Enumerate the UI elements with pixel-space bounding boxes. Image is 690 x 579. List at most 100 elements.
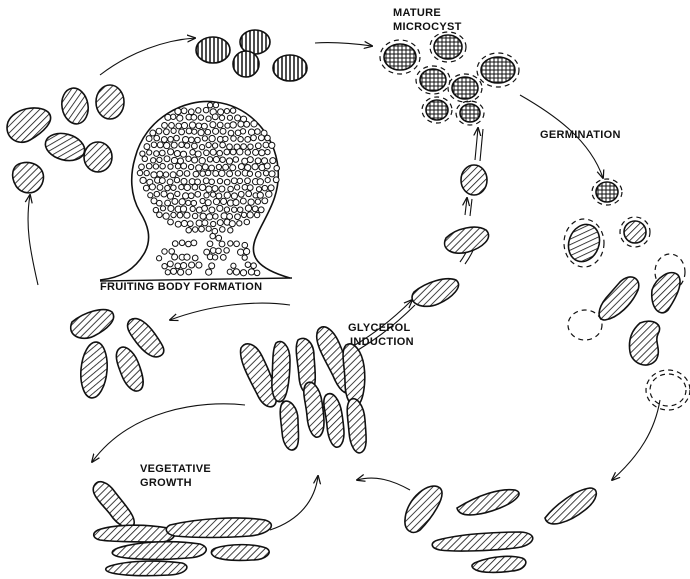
spore xyxy=(174,135,180,141)
spore xyxy=(198,115,203,120)
spore xyxy=(167,179,173,185)
spore xyxy=(212,143,217,148)
spore xyxy=(199,158,205,164)
spore xyxy=(162,123,168,129)
spore xyxy=(273,177,279,183)
spore xyxy=(191,143,197,149)
spore xyxy=(257,179,263,185)
spore xyxy=(234,241,240,247)
spore xyxy=(192,255,198,261)
spore xyxy=(159,150,165,156)
spore xyxy=(217,178,222,183)
spore xyxy=(151,142,157,148)
spore xyxy=(169,249,175,255)
spore xyxy=(219,241,225,247)
spore xyxy=(231,193,237,199)
spore xyxy=(238,121,244,127)
spore xyxy=(189,262,195,268)
spore xyxy=(189,122,195,128)
spore xyxy=(246,191,252,197)
spore xyxy=(247,157,253,163)
spore xyxy=(247,185,253,191)
spore xyxy=(224,179,230,185)
spore xyxy=(234,185,239,190)
spore xyxy=(237,149,243,155)
spore xyxy=(193,171,199,177)
spore xyxy=(240,198,246,204)
spore xyxy=(140,151,145,156)
spore xyxy=(188,193,194,199)
spore xyxy=(240,129,245,134)
spore xyxy=(241,212,246,217)
spore xyxy=(224,108,229,113)
spore xyxy=(191,115,197,121)
spore xyxy=(230,149,236,155)
spore xyxy=(228,130,234,136)
spore xyxy=(205,200,211,206)
spore xyxy=(188,164,193,169)
germinating-cells xyxy=(563,179,690,410)
spore xyxy=(251,263,257,269)
spore xyxy=(224,192,230,198)
spore xyxy=(209,135,215,141)
spore xyxy=(192,129,197,134)
spore xyxy=(248,199,254,205)
spore xyxy=(184,184,190,190)
spore xyxy=(237,221,242,226)
spore xyxy=(232,207,237,212)
arrow-vegetative-down xyxy=(92,404,245,462)
spore xyxy=(171,128,176,133)
spore xyxy=(251,135,257,141)
label-vegetative: VEGETATIVE xyxy=(140,463,211,475)
spore xyxy=(148,193,153,198)
arrow-induction-up-3 xyxy=(475,128,478,160)
spore xyxy=(244,121,250,127)
spore xyxy=(212,114,218,120)
spore xyxy=(140,177,146,183)
spore xyxy=(206,116,211,121)
spore xyxy=(165,200,171,206)
spore xyxy=(216,248,222,254)
spore xyxy=(180,151,186,157)
spore xyxy=(202,220,208,226)
spore xyxy=(227,214,233,220)
spore xyxy=(216,235,222,241)
spore xyxy=(199,226,205,232)
spore xyxy=(245,150,250,155)
spore xyxy=(151,158,156,163)
spore xyxy=(168,205,174,211)
spore xyxy=(227,269,232,274)
spore xyxy=(149,184,155,190)
arrow-to-left-cells xyxy=(170,303,290,320)
spore xyxy=(224,207,229,212)
mature-microcysts xyxy=(380,32,519,125)
spore xyxy=(210,192,215,197)
spore xyxy=(228,228,233,233)
spore xyxy=(181,108,187,114)
label-mature: MATURE xyxy=(393,7,441,19)
spore xyxy=(218,109,224,115)
spore xyxy=(231,136,237,142)
spore xyxy=(171,157,177,163)
spore xyxy=(175,108,181,114)
spore xyxy=(164,156,170,162)
spore xyxy=(184,143,189,148)
spore xyxy=(170,172,176,178)
spore xyxy=(200,213,206,219)
spore xyxy=(235,115,241,121)
spore xyxy=(256,187,261,192)
spore xyxy=(274,165,280,171)
spore xyxy=(186,241,192,247)
spore xyxy=(171,185,177,191)
spore xyxy=(230,165,236,171)
spore xyxy=(163,129,169,135)
spore xyxy=(229,221,235,227)
spore xyxy=(163,213,169,219)
spore xyxy=(247,171,252,176)
spore xyxy=(262,185,268,191)
spore xyxy=(180,206,186,212)
spore xyxy=(163,172,168,177)
spore xyxy=(160,163,166,169)
spore xyxy=(157,142,163,148)
spore xyxy=(251,121,257,127)
